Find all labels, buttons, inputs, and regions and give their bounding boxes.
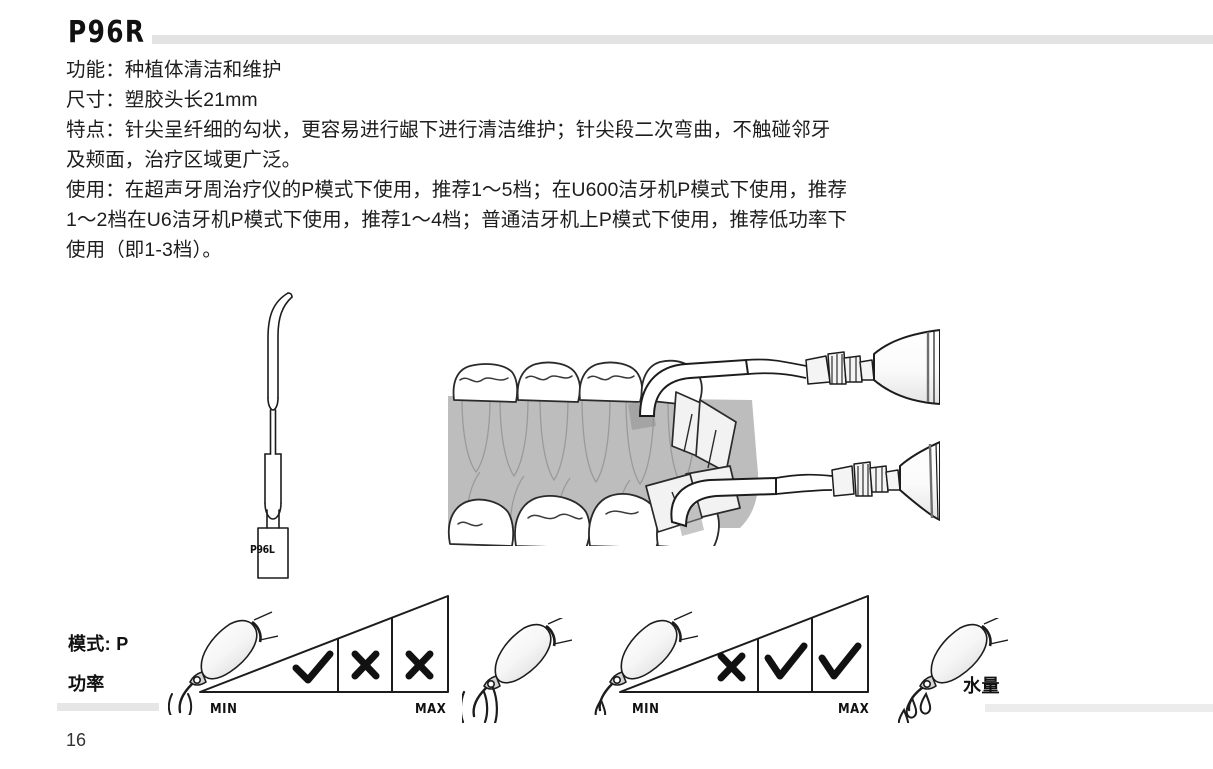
spec-line-features-2: 及颊面，治疗区域更广泛。 <box>66 149 302 171</box>
handpiece-upper <box>873 329 941 405</box>
specification-text-block: 功能：种植体清洁和维护 尺寸：塑胶头长21mm 特点：针尖呈纤细的勾状，更容易进… <box>66 55 1126 265</box>
water-min-label: MIN <box>632 702 660 717</box>
scaler-tip-illustration <box>232 288 342 588</box>
product-code-title: P96R <box>68 15 146 50</box>
ramp-mark-check <box>818 642 862 680</box>
handpiece-icon-ultrasonic-waves <box>450 615 573 728</box>
spec-line-features-1: 特点：针尖呈纤细的勾状，更容易进行龈下进行清洁维护；针尖段二次弯曲，不触碰邻牙 <box>66 119 831 141</box>
scaler-tip-code-label: P96L <box>250 543 275 556</box>
page-number: 16 <box>66 730 87 750</box>
spec-line-size: 尺寸：塑胶头长21mm <box>66 89 258 111</box>
ramp-mark-cross <box>405 650 434 680</box>
handpiece-icon-water-max <box>897 615 1009 731</box>
spec-line-usage-2: 1～2档在U6洁牙机P模式下使用，推荐1～4档；普通洁牙机上P模式下使用，推荐低… <box>66 209 848 231</box>
water-volume-label: 水量 <box>963 676 1000 696</box>
ramp-mark-cross <box>351 650 380 680</box>
legend-left-labels: 模式: P 功率 <box>68 630 198 696</box>
header-divider-rule <box>152 35 1213 44</box>
power-min-label: MIN <box>210 702 238 717</box>
spec-line-function: 功能：种植体清洁和维护 <box>66 59 282 81</box>
water-ramp-diagram <box>616 592 886 712</box>
ramp-mark-check <box>764 642 808 680</box>
handpiece-icon-power-min <box>160 610 279 720</box>
spec-line-usage-1: 使用：在超声牙周治疗仪的P模式下使用，推荐1～5档；在U600洁牙机P模式下使用… <box>66 179 848 201</box>
handpiece-icon-water-min <box>588 610 699 721</box>
power-label: 功率 <box>68 674 105 694</box>
ramp-mark-cross <box>717 652 746 682</box>
spec-line-usage-3: 使用（即1-3档）。 <box>66 239 222 261</box>
water-droplets-icon <box>897 691 932 731</box>
mode-label: 模式: P <box>68 634 129 654</box>
legend-right-underline <box>985 704 1213 712</box>
power-ramp-diagram <box>196 592 466 712</box>
power-max-label: MAX <box>415 702 447 717</box>
legend-left-underline <box>57 703 159 711</box>
ramp-mark-check <box>292 650 334 684</box>
ultrasonic-wave-arcs <box>450 686 498 728</box>
water-max-label: MAX <box>838 702 870 717</box>
clinical-usage-illustration <box>440 296 941 551</box>
handpiece-lower <box>899 441 941 521</box>
